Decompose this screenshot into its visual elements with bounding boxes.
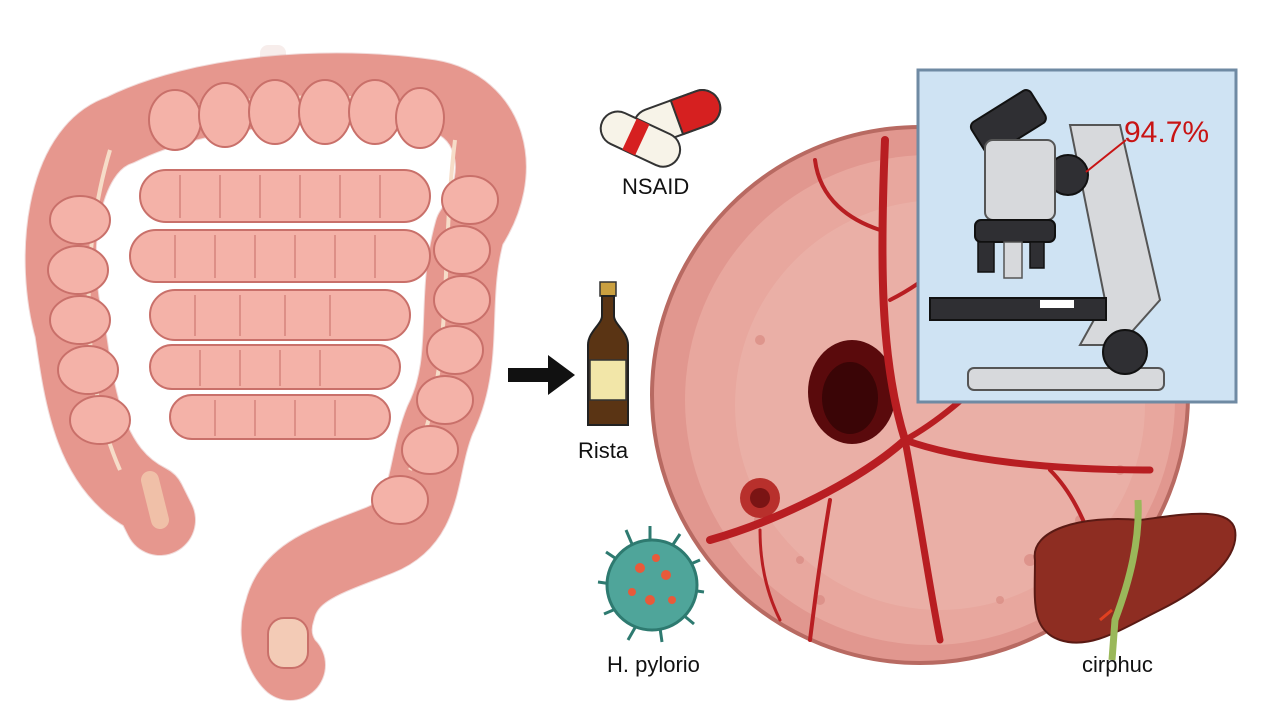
microscope-inset [916,68,1238,404]
cirrhosis-label: cirphuc [1082,652,1153,677]
h-pylori-label: H. pylorio [607,652,700,677]
alcohol-bottle-icon [587,281,629,426]
alcohol-label: Rista [578,438,629,463]
pill-capsules-icon [599,89,722,168]
h-pylori-bacterium-icon [597,526,705,643]
microscope-percent-label: 94.7% [1124,116,1210,149]
liver-icon [1033,499,1237,661]
arrow-right-icon [508,355,575,395]
intestine-illustration [24,45,527,701]
nsaid-label: NSAID [622,174,690,199]
microscope-icon [929,89,1165,391]
